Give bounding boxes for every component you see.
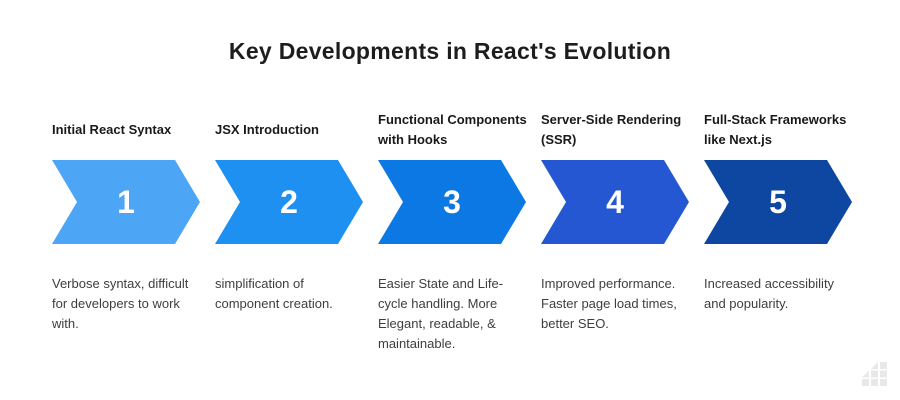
timeline-steps: Initial React Syntax 1 Verbose syntax, d… — [52, 106, 852, 354]
step-5-number: 5 — [769, 184, 787, 220]
step-4-chevron-arrow: 4 — [541, 160, 689, 244]
step-4-column: Server-Side Rendering (SSR) 4 Improved p… — [541, 106, 689, 354]
step-3-number: 3 — [443, 184, 461, 220]
step-1-title: Initial React Syntax — [52, 122, 172, 137]
step-2-description: simplification of component creation. — [215, 276, 333, 311]
stairs-chart-icon — [862, 362, 887, 386]
step-4-title: Server-Side Rendering (SSR) — [541, 112, 682, 147]
step-1-column: Initial React Syntax 1 Verbose syntax, d… — [52, 106, 200, 354]
step-2-column: JSX Introduction 2 simplification of com… — [215, 106, 363, 354]
step-5-column: Full-Stack Frameworks like Next.js 5 Inc… — [704, 106, 852, 354]
step-2-chevron-arrow: 2 — [215, 160, 363, 244]
step-2-title: JSX Introduction — [215, 122, 319, 137]
step-3-chevron-arrow: 3 — [378, 160, 526, 244]
step-5-title: Full-Stack Frameworks like Next.js — [704, 112, 847, 147]
step-3-description: Easier State and Life-cycle handling. Mo… — [378, 276, 504, 351]
step-5-chevron-arrow: 5 — [704, 160, 852, 244]
stairs-chart-icon-shapes — [862, 362, 887, 386]
step-4-number: 4 — [606, 184, 624, 220]
step-2-number: 2 — [280, 184, 298, 220]
step-4-description: Improved performance. Faster page load t… — [541, 276, 677, 331]
step-1-chevron-arrow: 1 — [52, 160, 200, 244]
step-1-number: 1 — [117, 184, 135, 220]
step-1-description: Verbose syntax, difficult for developers… — [52, 276, 189, 331]
step-3-column: Functional Components with Hooks 3 Easie… — [378, 106, 527, 354]
step-5-description: Increased accessibility and popularity. — [704, 276, 835, 311]
page-title: Key Developments in React's Evolution — [228, 38, 672, 64]
step-3-title: Functional Components with Hooks — [378, 112, 527, 147]
